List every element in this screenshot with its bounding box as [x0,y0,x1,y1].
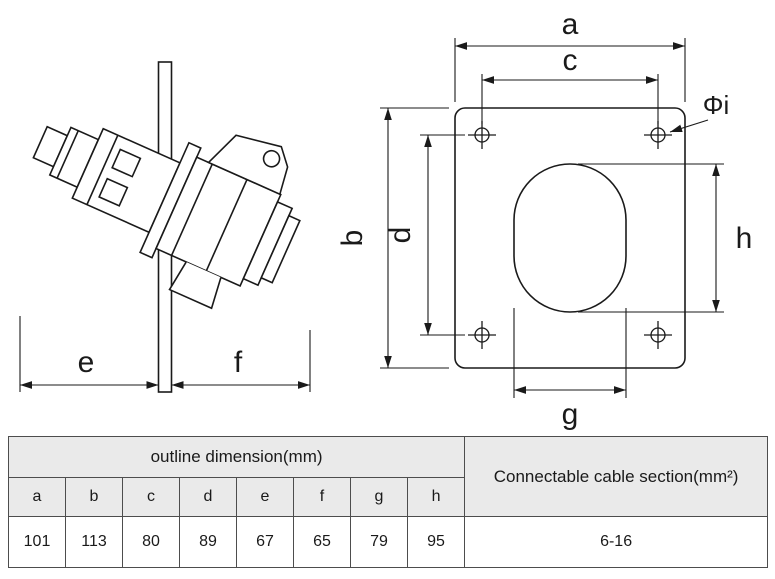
mounting-hole [644,121,672,149]
dim-label-a: a [562,8,579,41]
value-g: 79 [350,516,408,568]
dim-h-lines [578,163,724,313]
socket-cutout [513,163,627,313]
value-d: 89 [179,516,237,568]
mounting-hole [644,321,672,349]
col-header-c: c [122,477,180,517]
col-header-g: g [350,477,408,517]
dim-label-f: f [234,346,243,379]
dim-a-lines [454,38,686,102]
latch-lever [207,134,289,196]
dim-label-c: c [563,44,578,77]
terminal-detail [111,148,142,178]
dim-c-lines [481,74,659,124]
dim-label-h: h [736,222,753,255]
outline-dimension-header: outline dimension(mm) [7,436,466,478]
col-header-h: h [406,477,466,517]
front-view: a c Φi b [336,8,752,431]
retainer-clip [168,261,222,310]
side-view: e f [19,61,311,393]
dim-label-phi-i: Φi [703,90,730,120]
value-c: 80 [122,516,180,568]
dim-label-b: b [336,230,369,247]
dim-g-lines [513,308,627,398]
terminal-detail [98,177,129,207]
value-a: 101 [8,516,66,568]
col-header-f: f [293,477,351,517]
col-header-a: a [8,477,66,517]
face-cap [260,214,301,284]
dim-label-e: e [78,346,95,379]
mounting-holes [468,121,672,349]
mounting-hole [468,321,496,349]
col-header-b: b [65,477,123,517]
technical-drawing: e f [19,8,752,431]
dim-phi-leader [669,119,709,133]
socket-body [32,125,301,310]
dim-e-f-lines [19,316,311,392]
value-e: 67 [236,516,294,568]
value-f: 65 [293,516,351,568]
col-header-d: d [179,477,237,517]
value-h: 95 [406,516,466,568]
dim-d-lines [420,134,465,336]
value-b: 113 [65,516,123,568]
col-header-e: e [236,477,294,517]
dim-label-d: d [384,227,417,244]
cable-section-value: 6-16 [464,516,769,568]
dim-b-lines [380,107,449,369]
dimension-table: outline dimension(mm) Connectable cable … [7,436,769,568]
cable-section-header: Connectable cable section(mm²) [464,436,769,517]
latch-pivot [262,149,281,168]
mounting-hole [468,121,496,149]
dim-label-g: g [562,398,579,431]
